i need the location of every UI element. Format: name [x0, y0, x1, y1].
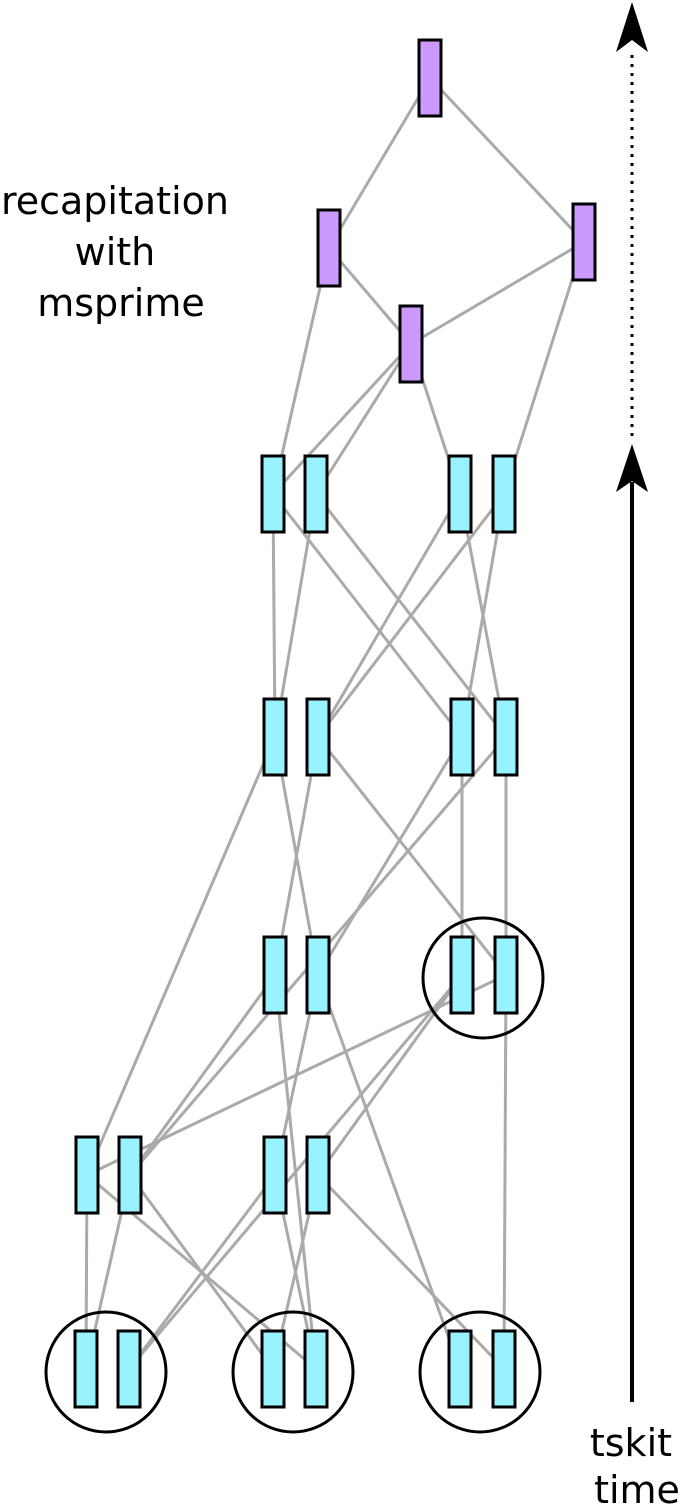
node-d1: [74, 1135, 100, 1215]
edge-a1-b3: [271, 493, 464, 738]
node-e1: [73, 1329, 99, 1409]
time-axis-label-line-1: tskit: [590, 1421, 672, 1465]
genealogy-nodes: [73, 38, 597, 1409]
recapitation-label-line-1: recapitation: [1, 179, 229, 223]
node-a2: [303, 454, 329, 534]
node-c3: [449, 935, 475, 1015]
circle-sample-e-3: [418, 1310, 542, 1434]
edge-c4-d1: [86, 973, 507, 1177]
recapitation-label-line-2: with: [75, 230, 156, 274]
edge-b2-c4: [316, 736, 508, 976]
edge-p4-a2: [314, 343, 413, 495]
edge-p3-a4: [502, 241, 586, 495]
node-a4: [491, 454, 517, 534]
edge-p2-p4: [327, 247, 413, 345]
node-e5: [447, 1329, 473, 1409]
node-e4: [303, 1329, 329, 1409]
edge-a2-b1: [273, 493, 318, 738]
edge-p1-p2: [327, 77, 432, 249]
circle-sample-e-2: [231, 1310, 355, 1434]
recapitated-node-p1: [417, 38, 443, 118]
node-a3: [447, 454, 473, 534]
node-d4: [305, 1135, 331, 1215]
time-axis-label: tskit time: [590, 1421, 684, 1510]
circle-sample-e-1: [44, 1310, 168, 1434]
recapitated-node-p4: [398, 304, 424, 384]
edge-a4-b3: [460, 493, 506, 738]
circle-remembered-c: [421, 916, 545, 1040]
edge-c2-e5: [316, 974, 462, 1370]
node-c1: [262, 935, 288, 1015]
recapitation-label-line-3: msprime: [37, 281, 205, 325]
node-b2: [305, 697, 331, 777]
edge-a3-b2: [316, 493, 462, 738]
node-b1: [262, 697, 288, 777]
edge-b1-d1: [85, 736, 277, 1176]
sample-circles: [44, 916, 545, 1434]
edge-p3-p4: [410, 240, 585, 346]
edge-c3-e2: [127, 974, 464, 1370]
edge-b2-c1: [273, 736, 320, 976]
edge-c4-e6: [502, 974, 508, 1370]
edge-d4-e6: [316, 1173, 506, 1371]
recapitation-arrowhead: [616, 2, 648, 52]
edge-b3-c2: [316, 736, 464, 976]
time-axis: [616, 2, 648, 1402]
node-d3: [262, 1135, 288, 1215]
node-e6: [491, 1329, 517, 1409]
edge-p1-p3: [428, 76, 586, 244]
node-d2: [117, 1135, 143, 1215]
node-b3: [449, 697, 475, 777]
edge-p4-a1: [271, 342, 413, 496]
node-e3: [260, 1329, 286, 1409]
recapitation-label: recapitation with msprime: [1, 179, 241, 325]
recapitated-node-p2: [316, 208, 342, 288]
node-c2: [305, 935, 331, 1015]
edge-a4-b2: [316, 493, 506, 738]
node-a1: [260, 454, 286, 534]
time-axis-arrowhead: [616, 444, 648, 492]
recapitated-node-p3: [571, 202, 597, 282]
node-c4: [493, 935, 519, 1015]
time-axis-label-line-2: time: [594, 1468, 680, 1510]
node-b4: [493, 697, 519, 777]
node-e2: [116, 1329, 142, 1409]
edge-a1-b1: [271, 493, 277, 738]
edge-p2-a1: [271, 247, 331, 495]
